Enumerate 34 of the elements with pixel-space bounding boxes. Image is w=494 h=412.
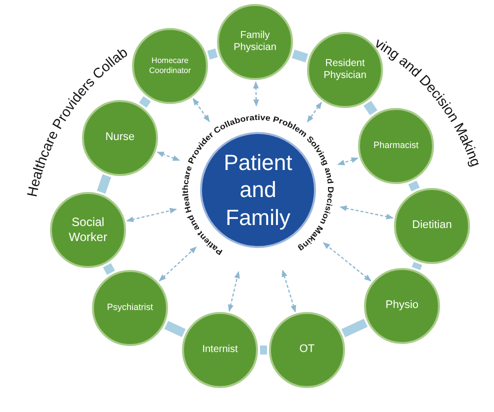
connector-bar <box>139 96 151 108</box>
connector-bar <box>412 262 422 270</box>
connector-bar <box>292 50 308 62</box>
connector-bar <box>96 174 112 194</box>
double-arrow <box>158 246 197 282</box>
connector-bar <box>260 346 267 354</box>
circle-label: Nurse <box>104 131 136 145</box>
double-arrow <box>306 102 322 123</box>
double-arrow <box>192 98 210 122</box>
double-arrow <box>156 152 180 161</box>
double-arrow <box>126 208 177 222</box>
connector-bar <box>364 100 378 116</box>
double-arrow <box>282 270 296 312</box>
circle-label: Internist <box>201 344 239 356</box>
circle-label: Physio <box>384 299 420 313</box>
double-arrow <box>228 271 240 312</box>
circle-label: OT <box>298 343 316 357</box>
double-arrow <box>322 242 372 282</box>
circle-label: Pharmacist <box>372 140 420 152</box>
connector-bar <box>164 320 186 338</box>
circle-label: Resident Physician <box>322 58 368 82</box>
double-arrow <box>340 206 394 220</box>
circle-label: Psychiatrist <box>106 302 154 314</box>
double-arrow <box>337 157 359 166</box>
circle-label: Patient and Family <box>222 148 294 232</box>
connector-bar <box>408 180 420 192</box>
double-arrow <box>253 81 260 107</box>
circle-label: Social Worker <box>68 215 108 245</box>
circle-label: Homecare Coordinator <box>148 56 192 76</box>
connector-bar <box>103 263 115 275</box>
circle-label: Family Physician <box>232 30 278 54</box>
connector-bar <box>207 48 218 60</box>
connector-bar <box>341 318 368 338</box>
circle-label: Dietitian <box>411 219 453 233</box>
